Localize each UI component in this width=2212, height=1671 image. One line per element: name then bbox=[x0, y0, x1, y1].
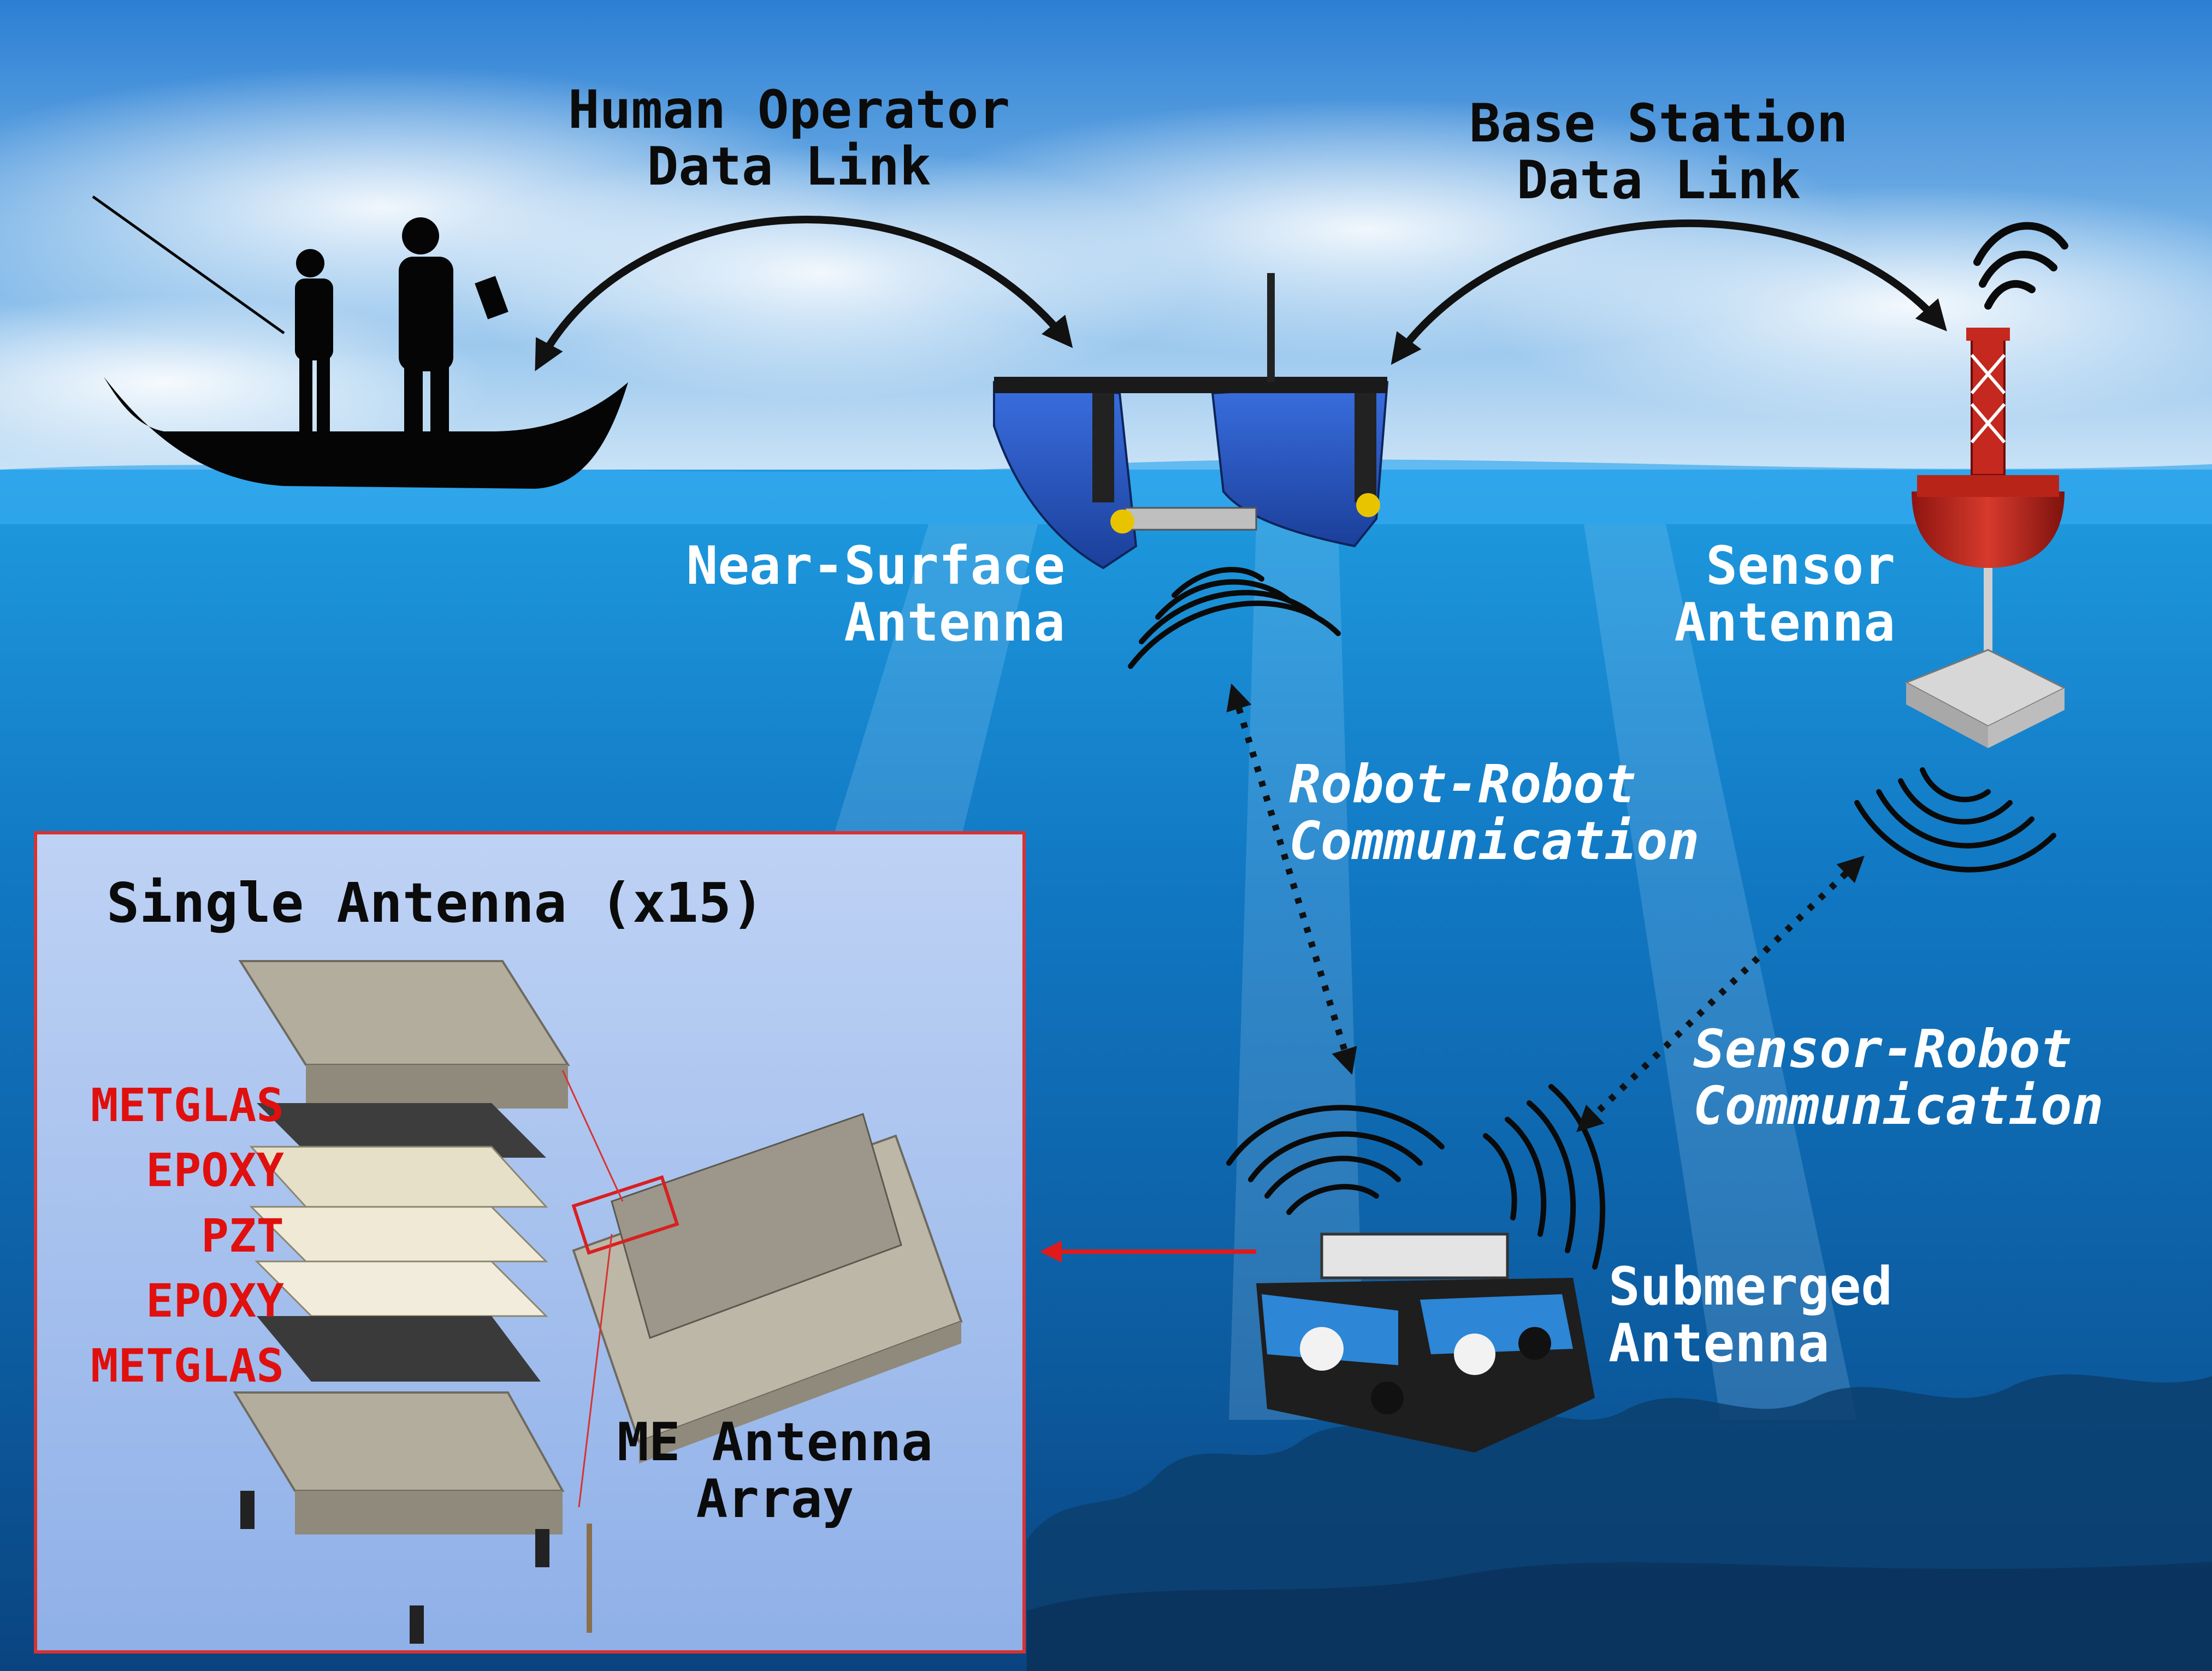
robot-robot-label: Robot-Robot Communication bbox=[1289, 756, 1699, 869]
near-surface-antenna-label: Near-Surface Antenna bbox=[686, 535, 1065, 653]
rov-icon bbox=[1256, 1232, 1595, 1453]
near-surface-line-1: Near-Surface bbox=[686, 535, 1065, 596]
sensor-line-2: Antenna bbox=[1674, 591, 1895, 653]
submerged-line-2: Antenna bbox=[1608, 1312, 1830, 1374]
base-station-link-arrow bbox=[1391, 219, 1947, 365]
me-antenna-array-label: ME Antenna Array bbox=[617, 1414, 933, 1527]
sensor-robot-line-2: Communication bbox=[1693, 1075, 2104, 1136]
base-station-line-1: Base Station bbox=[1469, 93, 1848, 154]
base-station-link-label: Base Station Data Link bbox=[1469, 93, 1848, 211]
submerged-antenna-label: Submerged Antenna bbox=[1608, 1256, 1893, 1374]
layer-label-metglas-bottom: METGLAS bbox=[90, 1339, 284, 1393]
layer-labels: METGLAS EPOXY PZT EPOXY METGLAS bbox=[91, 1073, 284, 1399]
link-arrows bbox=[535, 215, 1947, 371]
boat-silhouette-icon bbox=[92, 195, 628, 489]
array-label-line-2: Array bbox=[696, 1468, 854, 1530]
human-operator-line-1: Human Operator bbox=[568, 79, 1010, 140]
sensor-robot-arrow bbox=[1576, 855, 1865, 1133]
human-operator-link-arrow bbox=[535, 215, 1073, 371]
submerged-line-1: Submerged bbox=[1608, 1256, 1893, 1317]
layer-label-pzt: PZT bbox=[201, 1208, 284, 1263]
layer-label-metglas-top: METGLAS bbox=[90, 1079, 284, 1132]
array-label-line-1: ME Antenna bbox=[617, 1412, 933, 1473]
wifi-icon bbox=[1973, 222, 2068, 310]
surface-robot-icon bbox=[993, 273, 1389, 570]
human-operator-link-label: Human Operator Data Link bbox=[568, 79, 1010, 197]
sensor-antenna-label: Sensor Antenna bbox=[1674, 535, 1895, 653]
near-surface-line-2: Antenna bbox=[844, 591, 1065, 653]
sensor-line-1: Sensor bbox=[1706, 535, 1895, 596]
human-operator-line-2: Data Link bbox=[647, 135, 931, 197]
base-station-line-2: Data Link bbox=[1516, 149, 1801, 211]
inset-title: Single Antenna (x15) bbox=[107, 871, 765, 935]
coral-reef bbox=[1027, 1374, 2212, 1671]
layer-label-epoxy-top: EPOXY bbox=[146, 1143, 284, 1198]
me-antenna-array bbox=[561, 1070, 963, 1508]
layer-label-epoxy-bottom: EPOXY bbox=[146, 1273, 284, 1328]
single-antenna-exploded-view bbox=[233, 960, 592, 1644]
signal-waves bbox=[1128, 567, 2056, 1270]
robot-robot-line-1: Robot-Robot bbox=[1289, 754, 1636, 815]
sensor-robot-line-1: Sensor-Robot bbox=[1693, 1018, 2072, 1080]
robot-robot-line-2: Communication bbox=[1289, 810, 1700, 872]
sensor-robot-label: Sensor-Robot Communication bbox=[1693, 1021, 2103, 1134]
robot-robot-arrow bbox=[1226, 683, 1357, 1075]
comm-arrows bbox=[1226, 683, 1865, 1133]
buoy-icon bbox=[1904, 328, 2067, 748]
